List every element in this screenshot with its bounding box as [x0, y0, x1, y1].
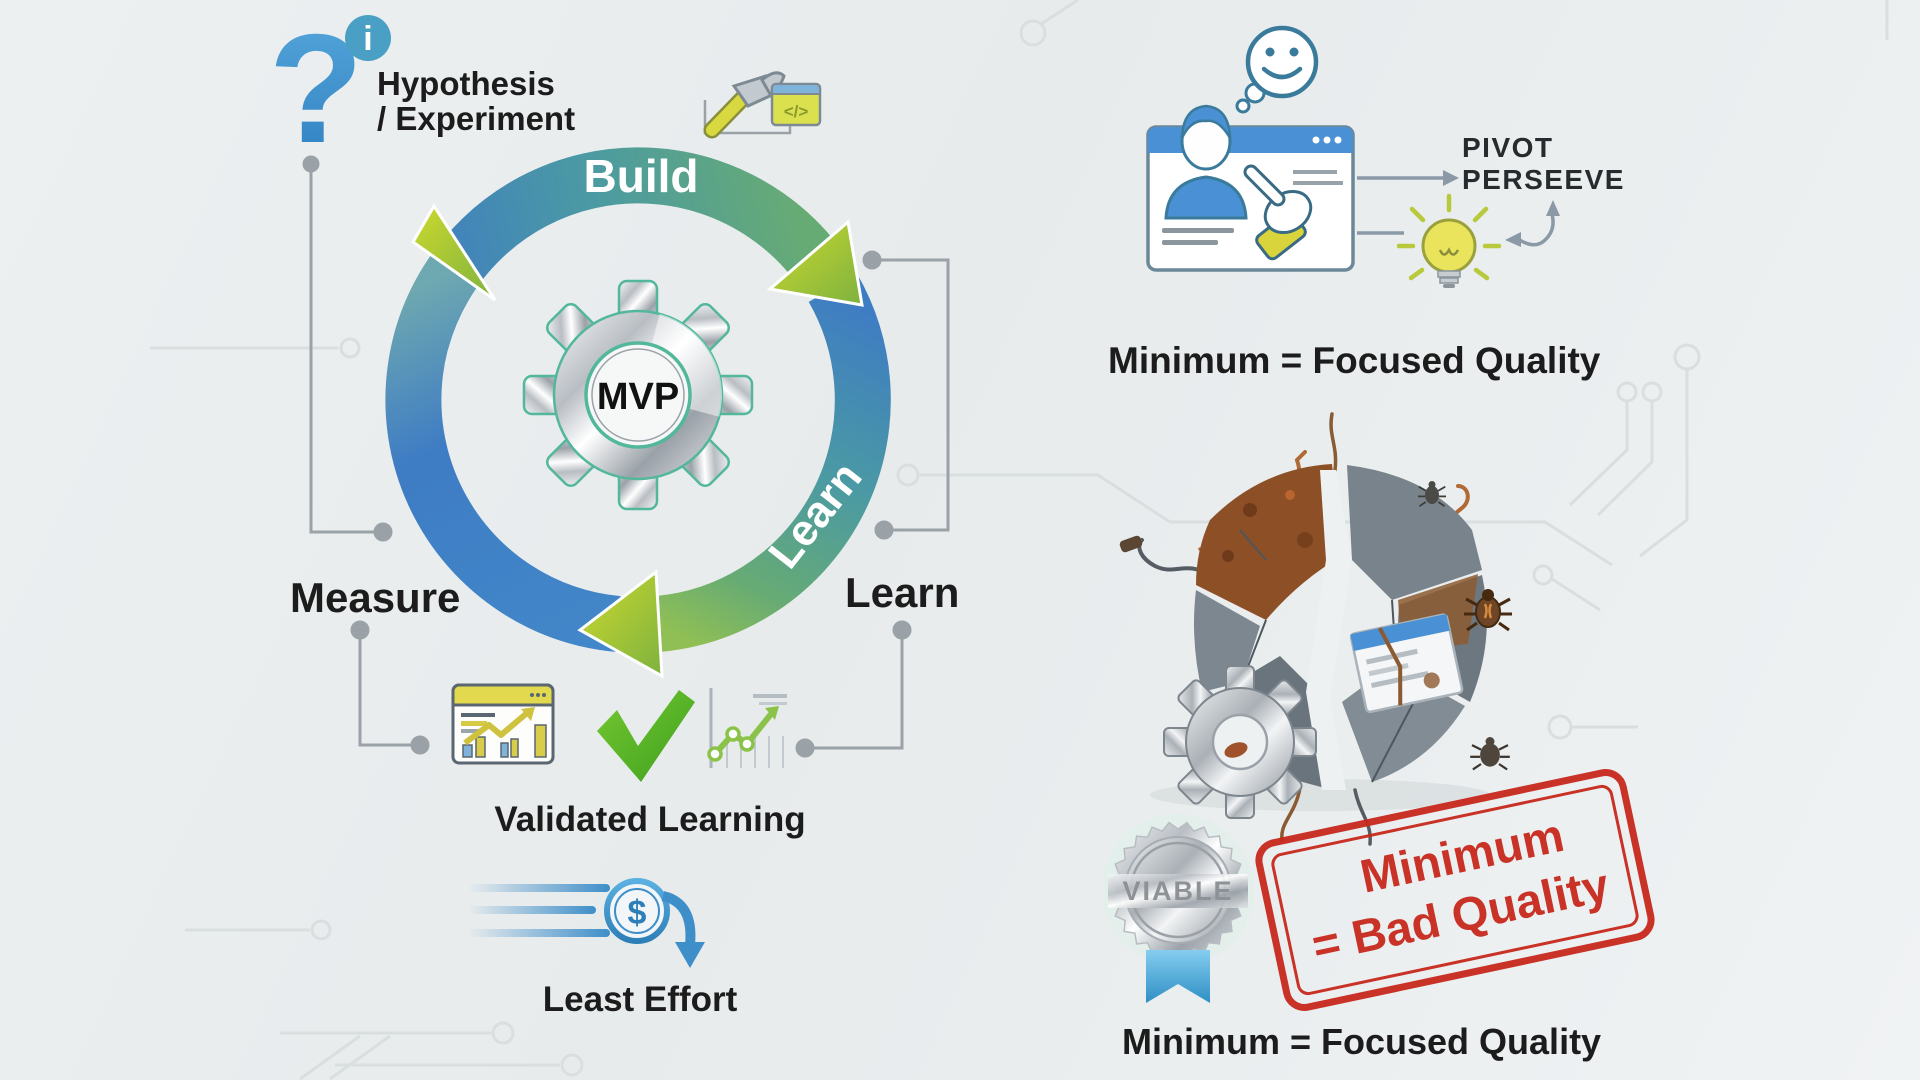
broken-gear-icon — [1163, 665, 1317, 819]
down-arrow-icon — [661, 891, 696, 946]
code-glyph: </> — [784, 102, 809, 121]
line-chart-icon — [707, 688, 787, 768]
quality-top-label: Minimum = Focused Quality — [1108, 340, 1601, 381]
mvp-label: MVP — [597, 376, 679, 418]
pointing-hand-icon — [1243, 164, 1313, 261]
hammer-icon — [703, 71, 786, 139]
crashed-browser-icon — [1349, 613, 1464, 714]
info-icon: i — [345, 15, 391, 61]
pivot-label: PIVOT — [1462, 132, 1554, 163]
learn-label: Learn — [845, 569, 960, 616]
measure-arrowhead — [411, 203, 497, 302]
viable-badge-icon: VIABLE — [1102, 814, 1254, 1003]
build-arrowhead — [766, 219, 864, 307]
validated-learning-label: Validated Learning — [494, 800, 806, 839]
hypothesis-line1: Hypothesis — [377, 65, 555, 102]
quality-bottom-label: Minimum = Focused Quality — [1122, 1021, 1602, 1062]
svg-text:i: i — [363, 20, 372, 58]
mvp-gear-icon: MVP — [522, 279, 754, 511]
circuit-traces — [150, 0, 1889, 1080]
perseeve-label: PERSEEVE — [1462, 164, 1625, 195]
hypothesis-label: Hypothesis / Experiment — [377, 66, 575, 136]
u-turn-arrow-icon — [1505, 200, 1560, 247]
dollar-coin-icon: $ — [468, 878, 705, 968]
smiley-icon — [1245, 25, 1319, 99]
measure-arrow — [385, 254, 621, 652]
learn-arrowhead — [577, 569, 664, 679]
build-arc-label: Build — [584, 150, 699, 202]
dashboard-icon — [451, 683, 555, 765]
code-window-icon: </> — [770, 82, 822, 127]
broken-sphere-icon — [1119, 412, 1512, 846]
hypothesis-line2: / Experiment — [377, 100, 576, 137]
user-browser-icon — [1146, 104, 1355, 272]
ribbon-icon — [1146, 950, 1210, 1003]
viable-label: VIABLE — [1122, 876, 1233, 906]
thought-bubble-icon — [1235, 25, 1319, 114]
avatar — [1164, 104, 1248, 220]
lightbulb-icon — [1396, 193, 1502, 288]
dollar-glyph: $ — [628, 894, 647, 932]
pivot-arrow-icon — [1357, 170, 1459, 235]
learn-arrow — [655, 274, 891, 652]
connector-lines — [302, 100, 950, 758]
least-effort-label: Least Effort — [542, 980, 738, 1019]
checkmark-icon — [597, 690, 695, 782]
bug-icon — [1418, 481, 1512, 771]
measure-label: Measure — [290, 574, 461, 621]
